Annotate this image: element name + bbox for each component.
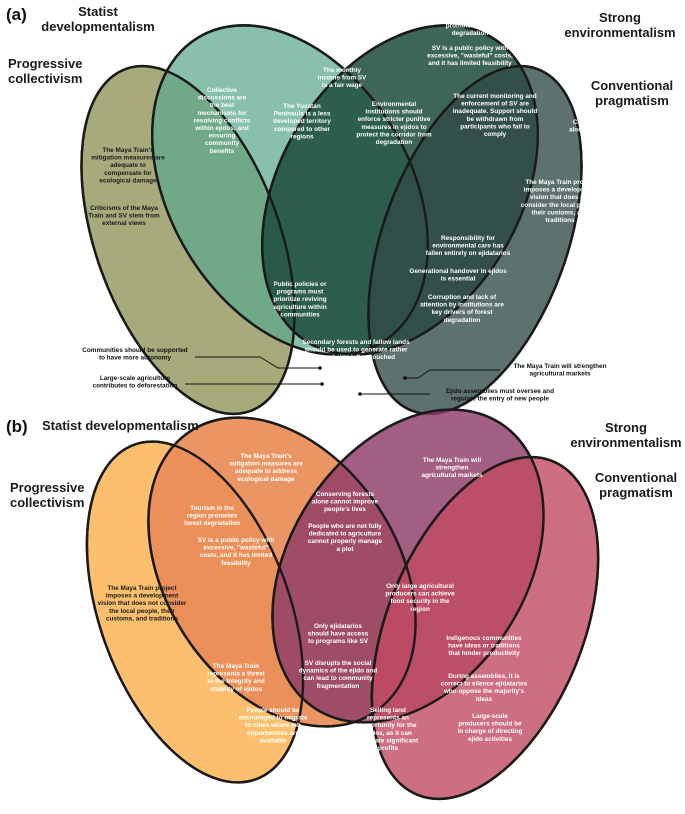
panel-label: (a) (6, 5, 27, 24)
ellipse-outline-progressive (85, 440, 305, 784)
ellipse-outline-strong (261, 24, 539, 356)
callout-leader-line (195, 356, 320, 369)
ellipse-outline-strong (271, 408, 545, 724)
ellipse-outline-statist (151, 24, 429, 356)
group-title-statist: Statist developmentalism (42, 418, 199, 433)
callout-dot (358, 392, 362, 396)
callout-dot (403, 376, 407, 380)
callout-leader-line (405, 369, 500, 379)
ellipse-outline-conventional (367, 64, 583, 416)
callout-dot (318, 366, 322, 370)
ellipse-outline-progressive (80, 64, 296, 416)
panel-label: (b) (6, 417, 28, 436)
ellipse-outline-conventional (370, 455, 600, 801)
callout-dot (320, 382, 324, 386)
